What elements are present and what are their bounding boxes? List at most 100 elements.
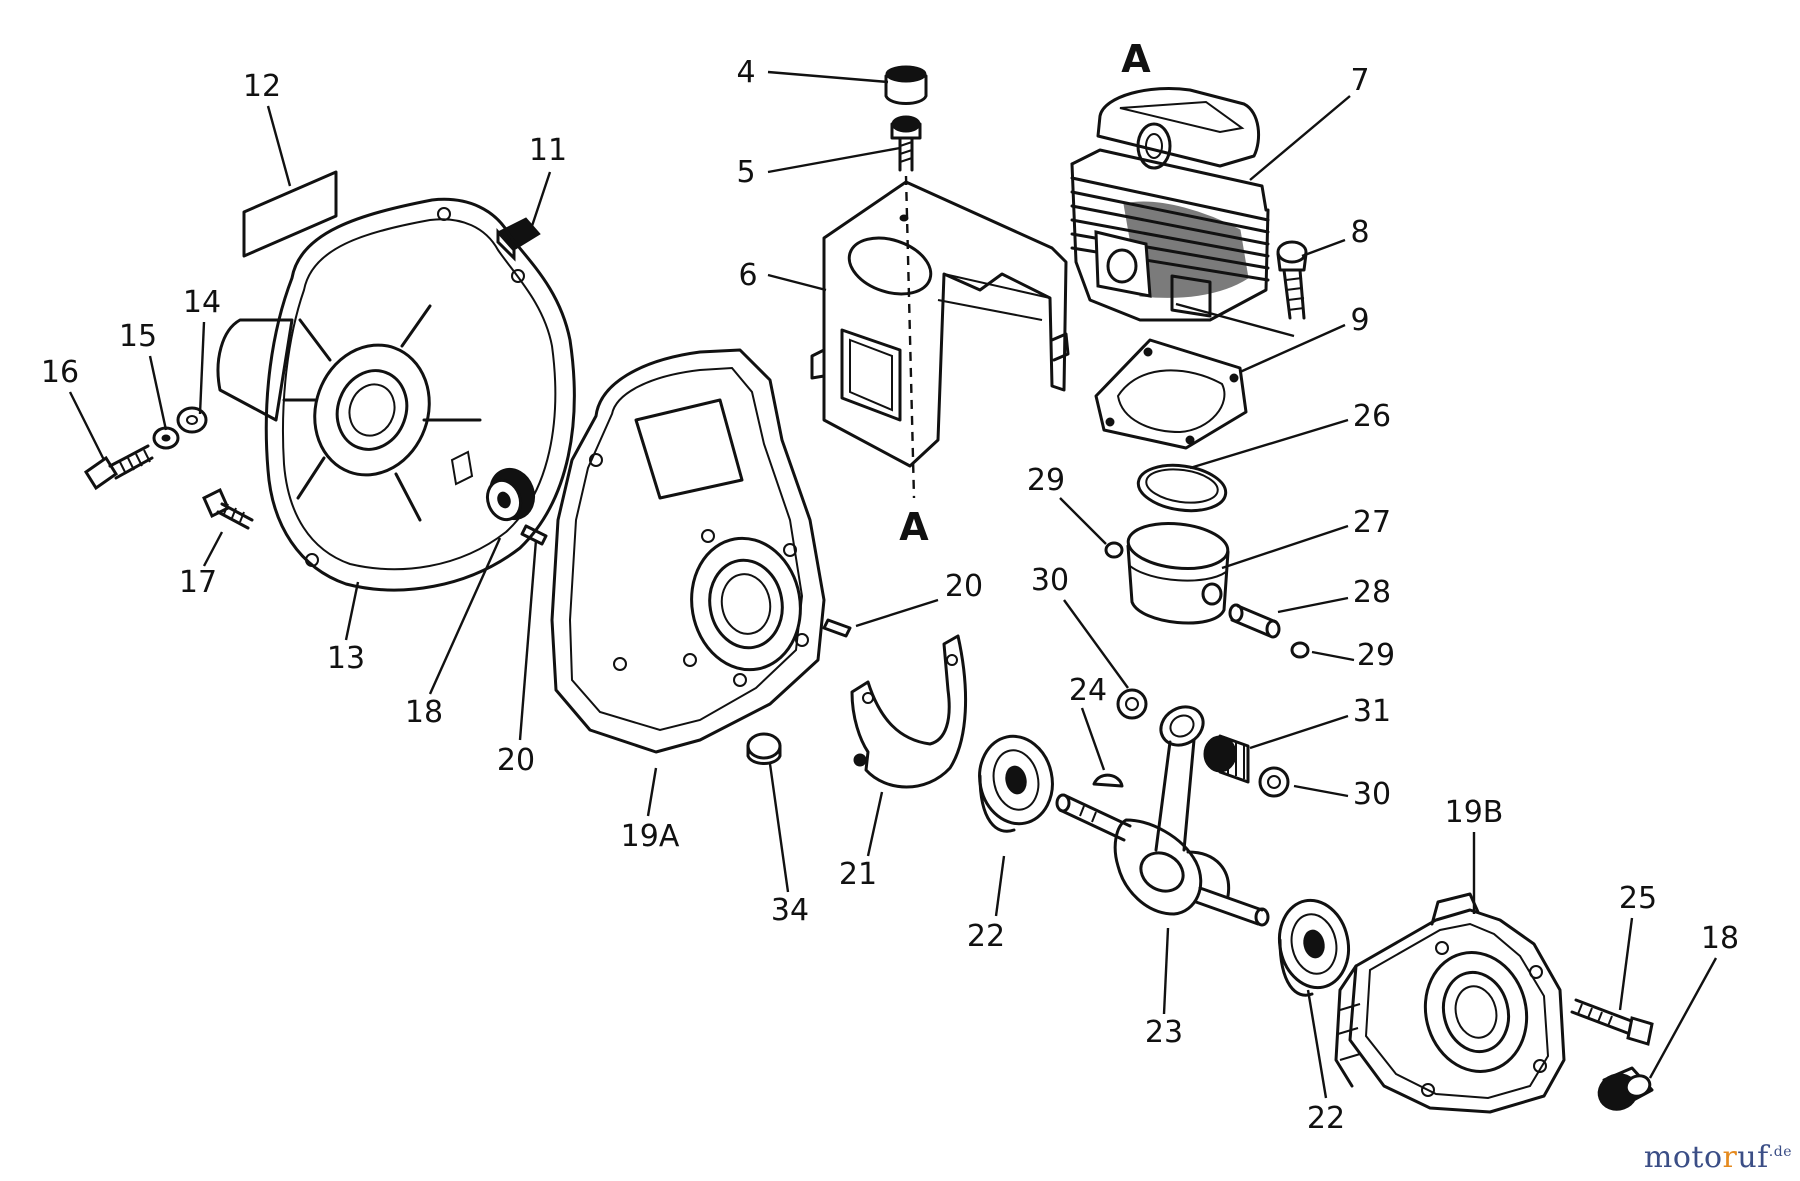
callout-c34: 34 <box>771 893 809 928</box>
leader-line-c4 <box>767 70 889 84</box>
shroud-6 <box>810 180 1070 468</box>
screw-17 <box>202 487 254 530</box>
callout-c8: 8 <box>1350 215 1369 250</box>
ball-bearing-22-a <box>978 734 1054 833</box>
callout-c18b: 18 <box>1701 921 1739 956</box>
dowel-pin-20-left <box>520 524 548 546</box>
leader-line-c29b <box>1311 650 1355 662</box>
leader-line-c21 <box>866 791 884 857</box>
callout-c16: 16 <box>41 355 79 390</box>
leader-line-c25 <box>1618 917 1634 1011</box>
leader-line-c13 <box>344 581 360 641</box>
leader-line-c22b <box>1306 989 1328 1099</box>
callout-c26: 26 <box>1353 399 1391 434</box>
oil-seal-18-right <box>1597 1066 1654 1111</box>
callout-c30b: 30 <box>1353 777 1391 812</box>
callout-c20b: 20 <box>497 743 535 778</box>
callout-c18a: 18 <box>405 695 443 730</box>
callout-c28: 28 <box>1353 575 1391 610</box>
woodruff-key-24 <box>1092 773 1124 788</box>
callout-c19a: 19A <box>621 819 680 854</box>
circlip-29-a <box>1104 541 1124 559</box>
needle-bearing-31 <box>1203 734 1250 784</box>
ball-bearing-22-b <box>1278 898 1350 997</box>
base-gasket-9 <box>1094 338 1248 450</box>
leader-line-c20b <box>518 539 538 741</box>
crankshaft-23 <box>1055 705 1270 927</box>
callout-c11: 11 <box>529 133 567 168</box>
leader-line-c30b <box>1293 784 1349 798</box>
callout-c23: 23 <box>1145 1015 1183 1050</box>
leader-line-c7 <box>1249 95 1351 181</box>
callout-c17: 17 <box>179 565 217 600</box>
callout-c5: 5 <box>736 155 755 190</box>
callout-c7: 7 <box>1350 63 1369 98</box>
dowel-pin-20-right <box>822 618 852 638</box>
leader-line-c15 <box>148 355 168 431</box>
bolt-8 <box>1276 240 1308 320</box>
piston-ring-26 <box>1136 463 1228 513</box>
gasket-21 <box>850 634 968 789</box>
callout-c6: 6 <box>738 258 757 293</box>
leader-line-c24 <box>1080 707 1106 771</box>
leader-line-c30a <box>1063 599 1129 689</box>
cylinder-base-line <box>1175 302 1295 338</box>
lockwasher-15 <box>152 426 180 450</box>
callout-c13: 13 <box>327 641 365 676</box>
callout-c14: 14 <box>183 285 221 320</box>
leader-line-c27 <box>1221 524 1349 570</box>
callout-c4: 4 <box>736 55 755 90</box>
callout-c30a: 30 <box>1031 563 1069 598</box>
callout-c31: 31 <box>1353 694 1391 729</box>
leader-line-c8 <box>1301 238 1346 258</box>
callout-c22b: 22 <box>1307 1101 1345 1136</box>
leader-line-c11 <box>530 171 552 227</box>
crankcase-19a <box>550 348 826 754</box>
washer-30-b <box>1258 766 1290 798</box>
cylinder-7 <box>1070 86 1270 322</box>
leader-line-c22a <box>994 855 1006 917</box>
wrist-pin-28 <box>1228 603 1281 639</box>
bolt-16 <box>83 444 154 491</box>
leader-line-c28 <box>1277 596 1349 614</box>
ref-a-top: A <box>1121 37 1151 81</box>
washer-30-a <box>1116 688 1148 720</box>
leader-line-c6 <box>767 273 827 292</box>
watermark-part-b: r <box>1722 1140 1738 1175</box>
fan-housing-13 <box>216 197 576 592</box>
oil-seal-18-left <box>485 467 536 522</box>
leader-line-c20a <box>855 598 939 628</box>
leader-line-c5 <box>767 146 901 174</box>
callout-c15: 15 <box>119 319 157 354</box>
plug-34 <box>746 732 782 765</box>
cap-4 <box>884 65 928 105</box>
callout-c9: 9 <box>1350 303 1369 338</box>
leader-line-c14 <box>198 321 206 415</box>
callout-c24: 24 <box>1069 673 1107 708</box>
grommet-11 <box>496 217 541 262</box>
callout-c20a: 20 <box>945 569 983 604</box>
leader-line-c17 <box>202 531 224 567</box>
callout-c29b: 29 <box>1357 638 1395 673</box>
leader-line-c34 <box>768 763 790 893</box>
leader-line-c16 <box>68 391 106 461</box>
callout-layer: 4567892627282929303031242322222134202019… <box>41 55 1739 1136</box>
watermark-logo: motoruf.de <box>1644 1140 1792 1175</box>
watermark-part-d: .de <box>1768 1144 1792 1160</box>
callout-c22a: 22 <box>967 919 1005 954</box>
leader-line-c19a <box>646 767 658 817</box>
circlip-29-b <box>1290 641 1310 659</box>
callout-c19b: 19B <box>1445 795 1504 830</box>
crankcase-19b <box>1334 892 1566 1114</box>
leader-line-c9 <box>1239 323 1346 374</box>
leader-line-c29a <box>1059 497 1107 545</box>
callout-c25: 25 <box>1619 881 1657 916</box>
screw-5 <box>890 115 922 172</box>
washer-14 <box>176 406 208 434</box>
ref-a-bottom: A <box>899 505 929 549</box>
alignment-line-a <box>904 175 916 499</box>
watermark-part-c: uf <box>1737 1140 1769 1175</box>
callout-c12: 12 <box>243 69 281 104</box>
callout-c21: 21 <box>839 857 877 892</box>
